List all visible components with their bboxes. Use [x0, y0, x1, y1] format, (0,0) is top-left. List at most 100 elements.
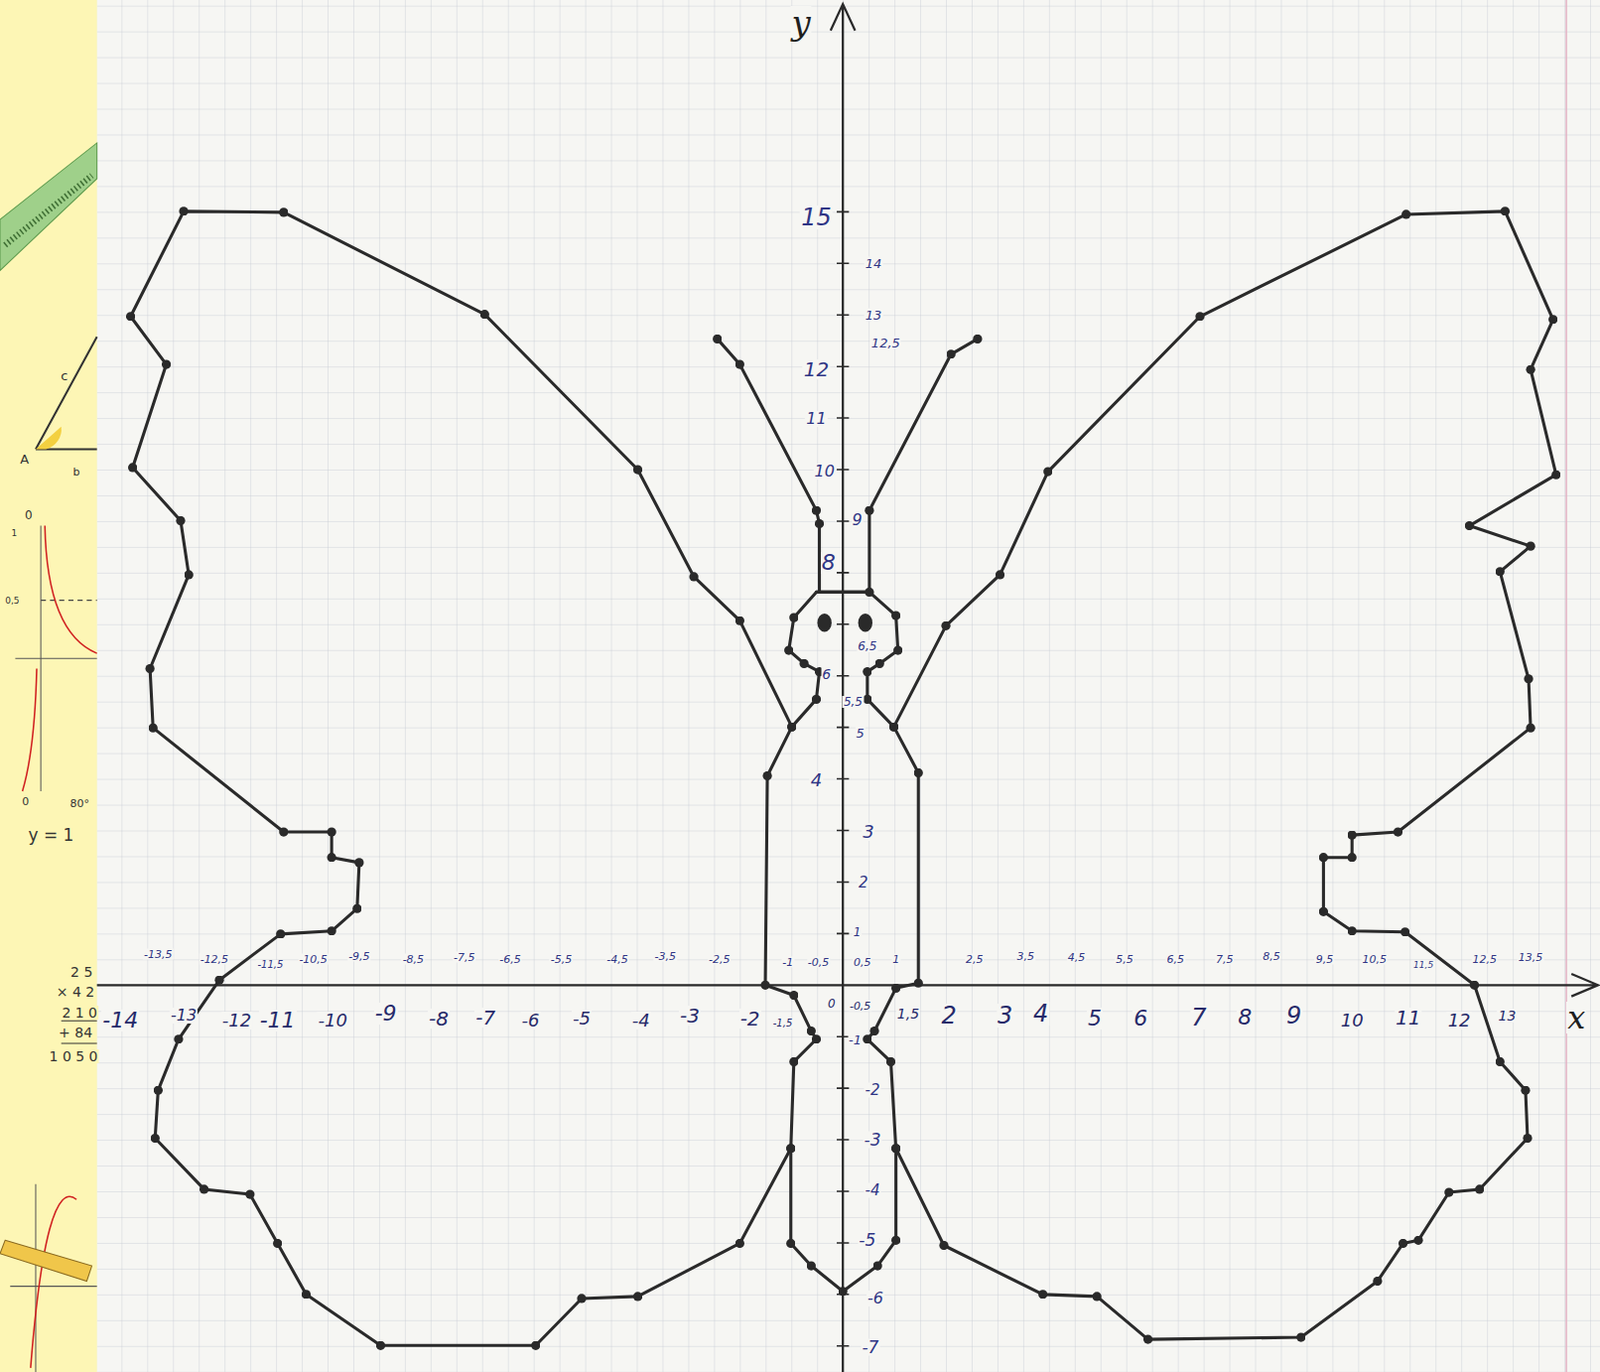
x-tick-label: -8	[427, 1008, 450, 1029]
x-tick-label: 3	[996, 1003, 1014, 1028]
body	[765, 591, 919, 1291]
x-tick-label: -9	[374, 1002, 399, 1025]
right-wing	[894, 211, 1557, 1339]
grid	[97, 0, 1600, 1372]
half-tick-label: -3,5	[654, 950, 677, 962]
x-tick-label: 4	[1032, 1001, 1050, 1026]
x-tick-label: -2	[739, 1008, 762, 1029]
y-tick-label: 4	[809, 771, 823, 790]
x-tick-label: -12	[221, 1011, 253, 1030]
half-tick-label: 2,5	[964, 953, 985, 965]
x-tick-label: -5	[571, 1009, 592, 1028]
left-wing	[131, 211, 793, 1345]
y-tick-label: -2	[864, 1081, 882, 1097]
x-tick-label: 0	[826, 997, 837, 1010]
sidebar-label: y = 1	[26, 825, 75, 843]
y-tick-label: 12	[802, 359, 830, 380]
y-tick-label: 3	[861, 822, 875, 841]
half-tick-label: 8,5	[1261, 950, 1282, 962]
y-tick-label: 5,5	[842, 695, 864, 708]
y-tick-label: -3	[863, 1131, 883, 1149]
half-tick-label: 9,5	[1315, 953, 1335, 965]
half-tick-label: -8,5	[401, 953, 425, 965]
y-tick-label: 12,5	[870, 336, 902, 350]
y-tick-label: -4	[864, 1182, 882, 1198]
half-tick-label: -13,5	[142, 948, 173, 960]
y-tick-label: 13	[864, 307, 884, 321]
y-tick-label: 6,5	[856, 640, 878, 653]
y-tick-label: 1	[852, 926, 863, 938]
x-tick-label: 8	[1236, 1006, 1253, 1029]
y-tick-label: 8	[820, 551, 837, 574]
half-tick-label: -0,5	[806, 956, 830, 968]
half-tick-label: 4,5	[1066, 951, 1087, 963]
x-tick-label: -11	[259, 1009, 297, 1032]
margin-line	[1565, 0, 1568, 1372]
half-tick-label: 3,5	[1015, 950, 1036, 962]
half-tick-label: -1	[781, 956, 795, 968]
x-tick-label: 7	[1190, 1005, 1207, 1030]
x-tick-label: -0,5	[848, 999, 872, 1011]
axis-name: x	[1566, 1001, 1587, 1034]
sidebar-label: c	[59, 369, 69, 383]
y-tick-label: 10	[812, 463, 835, 480]
axis-name: y	[790, 5, 811, 40]
half-tick-label: -10,5	[297, 953, 328, 965]
half-tick-label: -4,5	[605, 953, 629, 965]
half-tick-label: -7,5	[452, 951, 476, 963]
x-tick-label: -7	[474, 1007, 497, 1028]
sidebar-label: 2 5	[69, 964, 94, 979]
sidebar-label: 0	[23, 509, 34, 522]
eye	[858, 613, 873, 633]
sidebar-label: 1 0 5 0	[48, 1049, 100, 1064]
half-tick-label: 12,5	[1471, 953, 1499, 965]
half-tick-label: -2,5	[707, 953, 731, 965]
x-tick-label: 2	[939, 1003, 957, 1028]
sidebar-label: 2 1 0	[60, 1005, 99, 1020]
half-tick-label: 13,5	[1517, 951, 1545, 963]
sidebar-art	[0, 142, 98, 1372]
x-tick-label: 1,5	[896, 1006, 921, 1021]
x-tick-label: -4	[631, 1011, 652, 1030]
half-tick-label: 0,5	[852, 956, 873, 968]
y-tick-label: 5	[855, 726, 866, 740]
x-tick-label: 5	[1086, 1007, 1103, 1030]
x-tick-label: -3	[678, 1005, 701, 1026]
half-tick-label: 1	[891, 953, 901, 965]
y-tick-label: -6	[866, 1290, 885, 1307]
right-antenna	[869, 338, 978, 592]
sidebar-label: 0	[20, 796, 30, 807]
x-tick-label: -13	[169, 1007, 198, 1024]
half-tick-label: 6,5	[1166, 953, 1187, 965]
half-tick-label: -9,5	[347, 950, 371, 962]
butterfly	[131, 211, 1557, 1345]
half-tick-label: 7,5	[1214, 953, 1235, 965]
sidebar-label: 80°	[68, 798, 91, 809]
half-tick-label: -12,5	[199, 953, 230, 965]
x-tick-label: 12	[1447, 1011, 1472, 1030]
half-tick-label: 5,5	[1114, 953, 1135, 965]
half-tick-label: 11,5	[1412, 959, 1435, 969]
y-tick-label: -7	[860, 1338, 880, 1356]
x-tick-label: 13	[1497, 1008, 1518, 1023]
x-tick-label: -14	[101, 1009, 139, 1032]
y-tick-label: 15	[800, 205, 833, 230]
eye	[816, 613, 831, 633]
x-tick-label: 9	[1285, 1003, 1303, 1028]
head-top	[815, 590, 869, 594]
sidebar-label: 1	[10, 528, 19, 537]
x-tick-label: 10	[1339, 1011, 1365, 1030]
y-tick-label: -1	[847, 1032, 863, 1046]
sidebar-label: + 84	[57, 1025, 94, 1040]
half-tick-label: 10,5	[1361, 953, 1389, 965]
x-tick-label: -1,5	[772, 1018, 795, 1029]
y-tick-label: 14	[864, 257, 884, 270]
half-tick-label: -5,5	[549, 953, 573, 965]
sidebar-label: b	[72, 465, 82, 477]
y-tick-label: 9	[850, 512, 863, 529]
sidebar	[0, 0, 98, 1372]
y-tick-label: 11	[804, 410, 827, 427]
y-tick-label: -5	[857, 1231, 877, 1249]
